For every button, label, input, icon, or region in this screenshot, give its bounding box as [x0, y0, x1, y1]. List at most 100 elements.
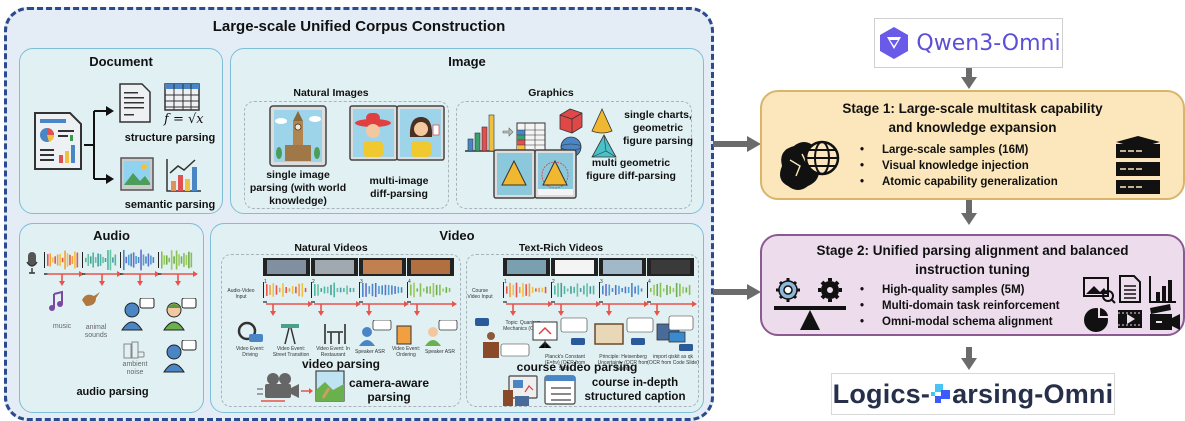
waveform-bar — [109, 249, 112, 271]
table-icon — [164, 83, 200, 111]
stage1-bullet-2: Visual knowledge injection — [860, 158, 1058, 174]
stage2-title-line2: instruction tuning — [915, 262, 1030, 277]
waveform-bar — [87, 254, 90, 266]
waveform-bar — [343, 287, 345, 293]
natural-images-box — [244, 101, 449, 209]
waveform-bar — [566, 288, 569, 292]
waveform-bar — [531, 286, 534, 294]
segment-tick — [158, 252, 159, 268]
waveform-bar — [368, 286, 371, 294]
waveform-bar — [429, 286, 431, 294]
segment-tick — [263, 282, 264, 298]
microphone-stand — [26, 261, 38, 274]
audio-title: Audio — [93, 228, 130, 243]
audio-label-music: music — [52, 323, 72, 330]
waveform-bar — [640, 288, 643, 292]
waveform-bar — [125, 256, 128, 264]
audio-label-animal: animal sounds — [84, 324, 108, 339]
event-restaurant: Video Event: In Restaurant — [316, 346, 350, 358]
stage2-bullets: High-quality samples (5M) Multi-domain t… — [860, 282, 1060, 330]
down-arrow-head — [175, 281, 181, 286]
waveform-bar — [85, 257, 87, 263]
timeline-arrow-head — [596, 301, 601, 307]
video-title: Video — [439, 228, 475, 243]
waveform-bar — [54, 256, 56, 264]
waveform-bar — [394, 286, 396, 294]
waveform-bar — [352, 287, 355, 293]
waveform-bar — [579, 288, 582, 292]
timeline-arrow-head — [548, 301, 553, 307]
timeline-arrow-head — [404, 301, 409, 307]
segment-number: 1 — [264, 279, 267, 285]
event-driving: Video Event: Driving — [235, 346, 265, 358]
course-event-icons — [475, 315, 694, 358]
segment-number: 4 — [648, 279, 651, 285]
stage1-bullet-1: Large-scale samples (16M) — [860, 142, 1058, 158]
down-arrow-head — [99, 281, 105, 286]
waveform-bar — [666, 284, 668, 296]
natural-images-title: Natural Images — [293, 87, 369, 99]
waveform-bar — [336, 287, 339, 293]
waveform-bar — [317, 284, 319, 296]
waveform-bar — [349, 287, 352, 293]
course-caption-icon — [503, 375, 576, 406]
course-video-input-label: Course Video Input — [467, 288, 493, 300]
multi-image-caption: multi-image diff-parsing — [369, 175, 429, 200]
waveform-bar — [365, 283, 367, 297]
waveform-bar — [371, 283, 374, 297]
document-panel: Document f = √x structure parsing semant… — [19, 48, 223, 214]
modality-icons — [1083, 275, 1180, 332]
event-speaker-asr-1: Speaker ASR — [354, 349, 386, 355]
waveform-bar — [391, 285, 393, 295]
waveform-bar — [522, 283, 524, 297]
waveform-bar — [59, 253, 61, 267]
course-video-parsing-caption: course video parsing — [516, 360, 638, 374]
waveform-bar — [637, 285, 640, 295]
text-rich-videos-box — [466, 254, 699, 407]
waveform-bar — [624, 286, 627, 294]
qwen-logo-text: Qwen3-Omni — [916, 30, 1061, 56]
waveform-bar — [89, 256, 92, 264]
waveform-bar — [631, 282, 633, 298]
arrow-stage1-to-stage2 — [961, 200, 977, 225]
waveform-bar — [150, 255, 152, 265]
stage2-bullet-2: Multi-domain task reinforcement — [860, 298, 1060, 314]
audio-label-ambient: ambient noise — [122, 361, 148, 376]
waveform-bar — [387, 285, 390, 295]
music-note-icon — [53, 290, 63, 308]
segment-tick — [311, 282, 312, 298]
video-frame-image — [267, 260, 306, 274]
pie-chart-icon — [1084, 306, 1110, 332]
waveform-bar — [512, 284, 515, 296]
stage1-bullet-3: Atomic capability generalization — [860, 174, 1058, 190]
waveform-bar — [173, 256, 175, 264]
waveform-bar — [301, 283, 304, 297]
waveform-bar — [614, 285, 617, 295]
course-structured-caption: course in-depth structured caption — [584, 377, 686, 403]
waveform-bar — [161, 251, 163, 269]
landscape-image-icon — [120, 157, 154, 191]
waveform-bar — [123, 249, 125, 271]
stage1-bullets: Large-scale samples (16M) Visual knowled… — [860, 142, 1058, 190]
waveform-bar — [506, 286, 508, 294]
course-item-3: Principle: Heisenberg Uncertainty (OCR f… — [597, 354, 649, 372]
trend-chart-icon — [166, 159, 201, 192]
graphics-title: Graphics — [528, 87, 574, 99]
video-frame-image — [651, 260, 690, 274]
speaker-green-icon — [163, 298, 197, 331]
timeline-arrow-head — [308, 301, 313, 307]
course-item-2: Planck's Constant (E=hν) (OCR from Slide… — [544, 354, 586, 372]
segment-tick — [82, 252, 83, 268]
waveform-bar — [608, 284, 611, 296]
waveform-bar — [61, 257, 64, 263]
down-arrow-head — [558, 311, 564, 316]
down-arrow-head — [59, 281, 65, 286]
stage2-bullet-3: Omni-modal schema alignment — [860, 314, 1060, 330]
waveform-bar — [152, 257, 155, 263]
timeline-arrow-head — [117, 271, 122, 277]
waveform-bar — [314, 284, 316, 296]
graphics-box — [456, 101, 692, 209]
waveform-bar — [384, 284, 387, 296]
text-page-icon — [119, 83, 151, 123]
